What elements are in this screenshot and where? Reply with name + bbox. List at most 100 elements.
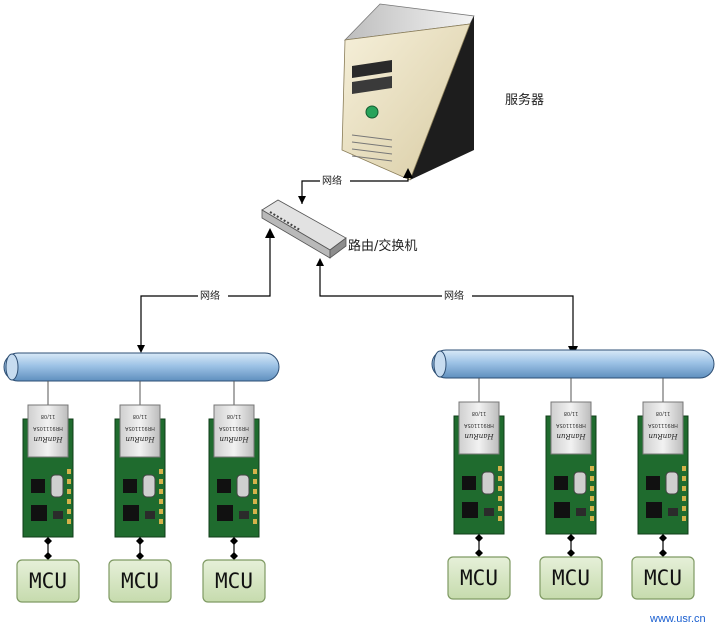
link-label-router-left: 网络 [200,289,220,302]
chip-model-label: HR911105A [648,422,678,428]
chip-date-label: 11/08 [41,413,55,419]
ic-chip [123,505,139,521]
pin-pad [498,476,502,481]
server-label: 服务器 [505,92,544,108]
ic-chip [31,479,45,493]
crystal [481,471,495,495]
pin-pad [253,519,257,524]
link-server-router [298,168,413,204]
crystal [573,471,587,495]
pin-pad [682,516,686,521]
pin-pad [253,479,257,484]
network-bus-right [431,349,715,379]
rj45-jack [458,401,500,455]
pin-pad [67,469,71,474]
ic-chip [217,505,233,521]
link-label-router-right: 网络 [444,289,464,302]
mcu-box [447,556,511,600]
pin-pad [67,519,71,524]
network-bus-left [3,352,280,382]
pin-pad [253,469,257,474]
pin-pad [159,519,163,524]
chip-date-label: 11/08 [472,410,486,416]
chip-model-label: HR911105A [125,425,155,431]
pin-pad [682,496,686,501]
chip-model-label: HR911105A [556,422,586,428]
chip-model-label: HR911105A [219,425,249,431]
pin-pad [498,496,502,501]
pin-pad [253,509,257,514]
pin-pad [682,486,686,491]
component [576,508,586,516]
rj45-jack [550,401,592,455]
chip-brand-label: HanRun [33,435,64,443]
watermark: www.usr.cn [649,613,706,625]
crystal [236,474,250,498]
component [668,508,678,516]
rj45-jack [642,401,684,455]
rj45-jack [27,404,69,458]
component [239,511,249,519]
crystal [665,471,679,495]
pin-pad [590,506,594,511]
pin-pad [159,479,163,484]
component [484,508,494,516]
pin-pad [253,499,257,504]
mcu-box [631,556,695,600]
rj45-jack [213,404,255,458]
mcu-label: MCU [552,566,590,590]
chip-date-label: 11/08 [227,413,241,419]
mcu-box [16,559,80,603]
pin-pad [682,506,686,511]
pin-pad [682,466,686,471]
ic-chip [217,479,231,493]
chip-date-label: 11/08 [564,410,578,416]
router-label: 路由/交换机 [348,238,417,254]
rj45-jack [119,404,161,458]
chip-model-label: HR911105A [464,422,494,428]
chip-brand-label: HanRun [464,432,495,440]
mcu-label: MCU [215,569,253,593]
pin-pad [498,466,502,471]
ic-chip [646,502,662,518]
ic-chip [554,502,570,518]
mcu-box [202,559,266,603]
mcu-box [108,559,172,603]
pin-pad [67,509,71,514]
chip-model-label: HR911105A [33,425,63,431]
component [53,511,63,519]
pin-pad [590,496,594,501]
pin-pad [159,499,163,504]
pin-pad [590,466,594,471]
ic-chip [554,476,568,490]
ic-chip [462,476,476,490]
pin-pad [159,489,163,494]
chip-date-label: 11/08 [656,410,670,416]
ic-chip [646,476,660,490]
pin-pad [67,499,71,504]
link-router-right [316,258,578,356]
chip-brand-label: HanRun [648,432,679,440]
pin-pad [590,476,594,481]
ic-chip [31,505,47,521]
pin-pad [498,506,502,511]
server-icon [341,3,475,181]
pin-pad [590,486,594,491]
chip-date-label: 11/08 [133,413,147,419]
chip-brand-label: HanRun [219,435,250,443]
pin-pad [67,479,71,484]
link-label-server-router: 网络 [322,174,342,187]
mcu-label: MCU [460,566,498,590]
pin-pad [253,489,257,494]
mcu-label: MCU [121,569,159,593]
mcu-label: MCU [644,566,682,590]
pin-pad [159,509,163,514]
pin-pad [498,486,502,491]
